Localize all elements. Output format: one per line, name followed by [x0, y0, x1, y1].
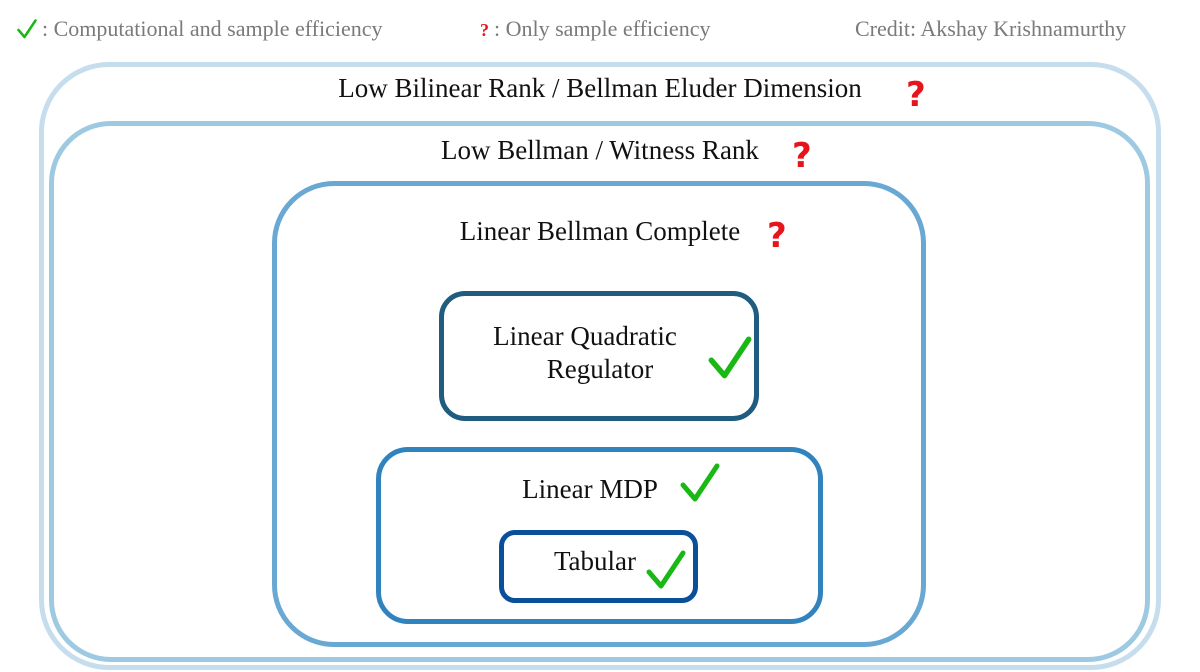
question-icon: ?	[906, 75, 926, 115]
credit-text: Credit: Akshay Krishnamurthy	[855, 16, 1127, 41]
box-bellman-rank	[49, 121, 1150, 662]
question-icon: ?	[480, 20, 489, 40]
box-linear-bellman-complete	[272, 181, 926, 647]
label-bellman-rank: Low Bellman / Witness Rank	[441, 135, 759, 165]
check-icon	[646, 548, 686, 592]
label-linear-mdp: Linear MDP	[522, 474, 658, 504]
box-bilinear-rank	[39, 62, 1161, 670]
box-tabular	[499, 530, 698, 603]
label-lqr-line2: Regulator	[546, 354, 654, 384]
check-icon	[17, 19, 37, 39]
check-icon	[708, 336, 752, 380]
label-bilinear-rank: Low Bilinear Rank / Bellman Eluder Dimen…	[338, 73, 862, 103]
check-icon	[680, 462, 720, 504]
label-lqr-line1: Linear Quadratic	[493, 321, 677, 351]
label-linear-bellman-complete: Linear Bellman Complete	[459, 216, 741, 246]
legend-check-text: : Computational and sample efficiency	[42, 16, 383, 41]
question-icon: ?	[767, 216, 787, 256]
box-linear-mdp	[376, 447, 823, 624]
question-icon: ?	[792, 136, 812, 176]
box-lqr	[439, 291, 759, 421]
label-tabular: Tabular	[553, 546, 637, 576]
legend-question-text: : Only sample efficiency	[494, 16, 711, 41]
